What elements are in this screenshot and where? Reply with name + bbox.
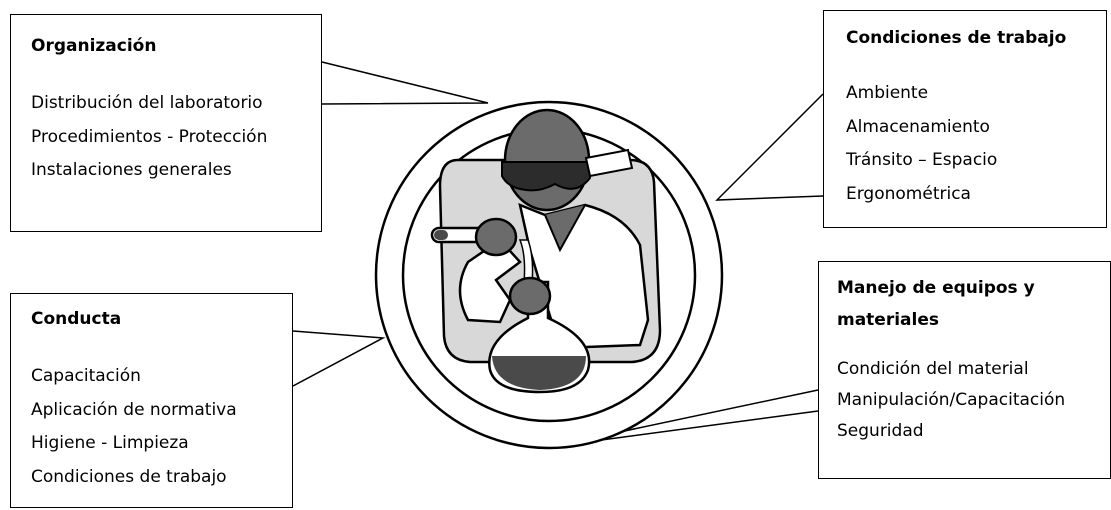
connector-organizacion [322,62,488,104]
callout-title-conducta: Conducta [31,306,292,332]
callout-list-manejo: Condición del material Manipulación/Capa… [837,354,1110,447]
list-item: Tránsito – Espacio [846,144,1106,178]
list-item: Ergonométrica [846,178,1106,212]
callout-title-condiciones: Condiciones de trabajo [846,25,1106,51]
connector-condiciones [717,94,823,200]
callout-manejo: Manejo de equipos y materiales Condición… [818,261,1111,479]
list-item: Distribución del laboratorio [31,87,321,121]
list-item: Seguridad [837,416,1110,447]
list-item: Ambiente [846,77,1106,111]
head [505,110,589,210]
callout-title-manejo-line1: Manejo de equipos y [837,272,1110,304]
callout-condiciones: Condiciones de trabajo Ambiente Almacena… [823,10,1107,228]
goggles-icon [502,162,590,190]
callout-organizacion: Organización Distribución del laboratori… [10,14,322,232]
list-item: Condición del material [837,354,1110,385]
connector-conducta [293,331,383,386]
list-item: Instalaciones generales [31,154,321,188]
callout-title-manejo-line2: materiales [837,304,1110,336]
callout-conducta: Conducta Capacitación Aplicación de norm… [10,293,293,508]
list-item: Capacitación [31,360,292,394]
test-tube-liquid [434,230,448,240]
callout-list-conducta: Capacitación Aplicación de normativa Hig… [31,360,292,494]
callout-list-organizacion: Distribución del laboratorio Procedimien… [31,87,321,188]
callout-title-organizacion: Organización [31,33,321,59]
upper-hand [476,219,516,255]
list-item: Almacenamiento [846,111,1106,145]
list-item: Manipulación/Capacitación [837,385,1110,416]
list-item: Condiciones de trabajo [31,461,292,495]
list-item: Procedimientos - Protección [31,121,321,155]
lower-hand [510,278,550,314]
list-item: Aplicación de normativa [31,394,292,428]
list-item: Higiene - Limpieza [31,427,292,461]
callout-list-condiciones: Ambiente Almacenamiento Tránsito – Espac… [846,77,1106,211]
